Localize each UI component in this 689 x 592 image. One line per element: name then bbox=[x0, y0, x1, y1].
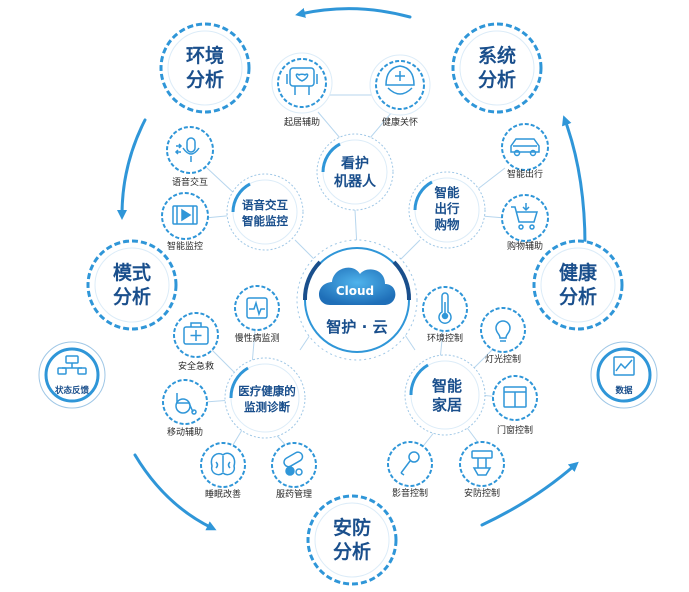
feature-yingyin bbox=[387, 441, 433, 487]
feature-shuimian-label: 睡眠改善 bbox=[205, 488, 241, 500]
feature-huanjing-label: 环境控制 bbox=[427, 332, 463, 344]
hub-voice: 语音交互 智能监控 bbox=[226, 173, 304, 251]
analysis-health: 健康 分析 bbox=[532, 239, 624, 331]
brain-icon bbox=[210, 452, 236, 476]
heartbeat-monitor-icon bbox=[246, 297, 268, 319]
wheelchair-icon bbox=[175, 393, 197, 415]
hub-robot-line2: 机器人 bbox=[334, 173, 377, 190]
cloud-icon bbox=[318, 267, 396, 305]
status-feedback-node: 状态反馈 bbox=[38, 341, 106, 409]
feature-chuxing bbox=[501, 123, 549, 171]
hub-travel: 智能 出行 购物 bbox=[408, 171, 486, 249]
analysis-mode-line2: 分析 bbox=[113, 285, 151, 308]
cloud-label: Cloud bbox=[336, 284, 374, 298]
hub-home-line1: 智能 bbox=[432, 377, 462, 395]
feature-dengguang-label: 灯光控制 bbox=[485, 353, 521, 365]
feature-qiju-label: 起居辅助 bbox=[284, 116, 320, 128]
feature-yuyin-label: 语音交互 bbox=[172, 176, 208, 188]
data-label: 数据 bbox=[615, 385, 633, 396]
hub-medical: 医疗健康的 监测诊断 bbox=[224, 357, 306, 439]
analysis-sys: 系统 分析 bbox=[451, 22, 543, 114]
hub-voice-line1: 语音交互 bbox=[242, 198, 288, 212]
hub-travel-line2: 出行 bbox=[434, 201, 460, 216]
analysis-security-line1: 安防 bbox=[333, 516, 371, 539]
hub-medical-line1: 医疗健康的 bbox=[238, 384, 296, 398]
window-icon bbox=[503, 386, 527, 408]
feature-shuimian bbox=[200, 442, 246, 488]
feature-anquan bbox=[173, 312, 219, 358]
chart-icon bbox=[613, 356, 635, 376]
feature-dengguang bbox=[480, 307, 526, 353]
hub-voice-line2: 智能监控 bbox=[242, 214, 288, 228]
car-icon bbox=[510, 138, 540, 157]
robot-icon bbox=[286, 67, 318, 95]
hub-travel-line3: 购物 bbox=[434, 217, 460, 232]
first-aid-kit-icon bbox=[183, 322, 209, 345]
lightbulb-icon bbox=[495, 320, 511, 342]
security-camera-icon bbox=[471, 450, 493, 476]
feature-manxing-label: 慢性病监测 bbox=[234, 332, 279, 344]
analysis-sys-line1: 系统 bbox=[478, 44, 516, 67]
analysis-env-line1: 环境 bbox=[186, 44, 224, 67]
analysis-health-line1: 健康 bbox=[559, 261, 598, 284]
status-feedback-label: 状态反馈 bbox=[55, 385, 90, 396]
feature-qiju bbox=[271, 52, 333, 114]
pills-icon bbox=[283, 451, 304, 476]
analysis-env-line2: 分析 bbox=[186, 68, 224, 91]
feature-jiankang bbox=[369, 54, 431, 116]
shopping-cart-icon bbox=[511, 203, 539, 230]
feature-fuyao bbox=[271, 442, 317, 488]
flowchart-icon bbox=[57, 355, 87, 375]
analysis-security: 安防 分析 bbox=[306, 494, 398, 586]
feature-anquan-label: 安全急救 bbox=[178, 360, 214, 372]
hub-home: 智能 家居 bbox=[404, 354, 486, 436]
nurse-cap-icon bbox=[385, 65, 415, 95]
center-title: 智护 · 云 bbox=[326, 318, 387, 336]
feature-manxing bbox=[234, 285, 280, 331]
feature-jiankong bbox=[161, 192, 209, 240]
feature-yuyin bbox=[166, 126, 214, 174]
analysis-health-line2: 分析 bbox=[559, 285, 597, 308]
feature-menchuang-label: 门窗控制 bbox=[497, 424, 533, 436]
karaoke-mic-icon bbox=[400, 451, 420, 476]
analysis-sys-line2: 分析 bbox=[478, 68, 516, 91]
analysis-security-line2: 分析 bbox=[333, 540, 371, 563]
analysis-env: 环境 分析 bbox=[159, 22, 251, 114]
feature-anfang-label: 安防控制 bbox=[464, 487, 500, 499]
feature-huanjing bbox=[422, 286, 468, 332]
feature-gouwu-label: 购物辅助 bbox=[507, 240, 543, 252]
thermometer-icon bbox=[438, 292, 452, 324]
feature-yidong bbox=[162, 379, 208, 425]
hub-travel-line1: 智能 bbox=[433, 185, 460, 200]
feature-gouwu bbox=[501, 194, 549, 242]
video-monitor-icon bbox=[172, 205, 198, 225]
feature-fuyao-label: 服药管理 bbox=[276, 488, 312, 500]
hub-home-line2: 家居 bbox=[432, 396, 462, 414]
analysis-mode-line1: 模式 bbox=[113, 261, 151, 284]
hub-robot-line1: 看护 bbox=[340, 155, 369, 172]
hub-robot: 看护 机器人 bbox=[316, 133, 394, 211]
data-node: 数据 bbox=[590, 341, 658, 409]
cycle-arrows bbox=[117, 7, 587, 531]
feature-anfang bbox=[459, 441, 505, 487]
center-cloud-node bbox=[296, 239, 418, 361]
feature-menchuang bbox=[492, 375, 538, 421]
hub-medical-line2: 监测诊断 bbox=[244, 400, 290, 414]
microphone-icon bbox=[174, 137, 200, 162]
feature-yingyin-label: 影音控制 bbox=[392, 487, 428, 499]
analysis-mode: 模式 分析 bbox=[86, 239, 178, 331]
feature-jiankang-label: 健康关怀 bbox=[382, 116, 418, 128]
feature-chuxing-label: 智能出行 bbox=[507, 168, 543, 180]
feature-yidong-label: 移动辅助 bbox=[167, 426, 203, 438]
feature-jiankong-label: 智能监控 bbox=[167, 240, 203, 252]
